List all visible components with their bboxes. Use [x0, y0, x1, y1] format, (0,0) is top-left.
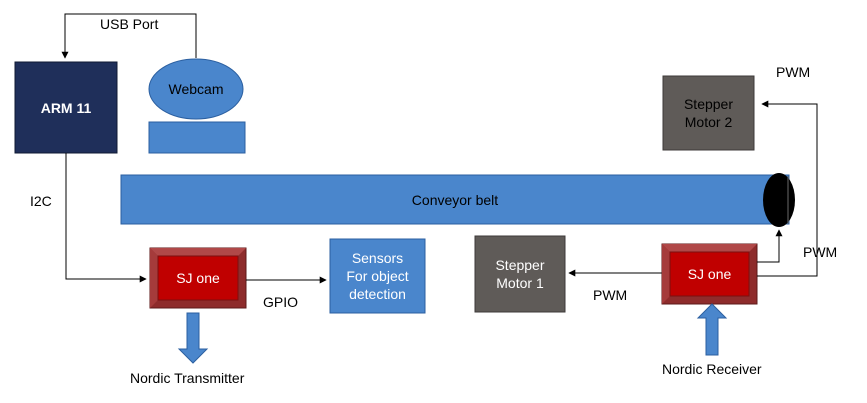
sj-one-right-bevel-top	[662, 244, 757, 252]
stepper-motor-1-line2: Motor 1	[496, 275, 544, 291]
sj-one-right-label: SJ one	[687, 266, 732, 282]
sensors-label-line1: Sensors	[351, 250, 404, 266]
gpio-label: GPIO	[263, 294, 299, 310]
webcam-label: Webcam	[168, 81, 224, 97]
pwm-motor2-connector	[757, 100, 818, 277]
stepper-motor-2-block	[662, 75, 755, 151]
stepper-motor-1-line1: Stepper	[495, 257, 545, 273]
nordic-receiver-label: Nordic Receiver	[662, 361, 762, 377]
sj-one-left-face	[157, 255, 239, 301]
sj-one-left-bevel-top	[150, 248, 246, 256]
sj-one-left-label: SJ one	[176, 270, 220, 286]
conveyor-roller	[763, 173, 795, 227]
webcam-body	[148, 58, 244, 120]
stepper-motor-2-line2: Motor 2	[684, 114, 733, 130]
sj-one-right-face	[669, 251, 750, 297]
conveyor-belt-label: Conveyor belt	[411, 191, 499, 208]
stepper-motor-1-label: Stepper Motor 1	[475, 236, 565, 312]
i2c-label: I2C	[30, 193, 52, 209]
nordic-receiver-arrow	[696, 303, 728, 356]
sensors-label: Sensors For object detection	[330, 239, 425, 313]
webcam-base	[148, 121, 246, 154]
arm11-label: ARM 11	[40, 99, 92, 116]
usb-connector	[61, 13, 197, 59]
pwm-top-label: PWM	[776, 64, 811, 80]
sensors-label-line2: For object	[346, 268, 409, 284]
nordic-transmitter-arrow	[177, 312, 209, 364]
stepper-motor-2-line1: Stepper	[683, 96, 734, 112]
pwm-right-label: PWM	[803, 244, 838, 260]
sj-one-left-bevel-left	[150, 248, 158, 308]
usb-port-label: USB Port	[100, 16, 159, 32]
sensors-label-line3: detection	[349, 286, 406, 302]
stepper-motor-2-label: Stepper Motor 2	[663, 76, 754, 150]
pwm-motor1-label: PWM	[593, 287, 628, 303]
sensors-block	[329, 238, 426, 314]
conveyor-belt	[120, 174, 790, 225]
stepper-motor-1-block	[474, 235, 566, 313]
sj-one-right-bevel-left	[662, 244, 670, 304]
roller-connector	[757, 229, 783, 263]
i2c-connector	[65, 153, 147, 283]
nordic-transmitter-label: Nordic Transmitter	[130, 370, 245, 386]
